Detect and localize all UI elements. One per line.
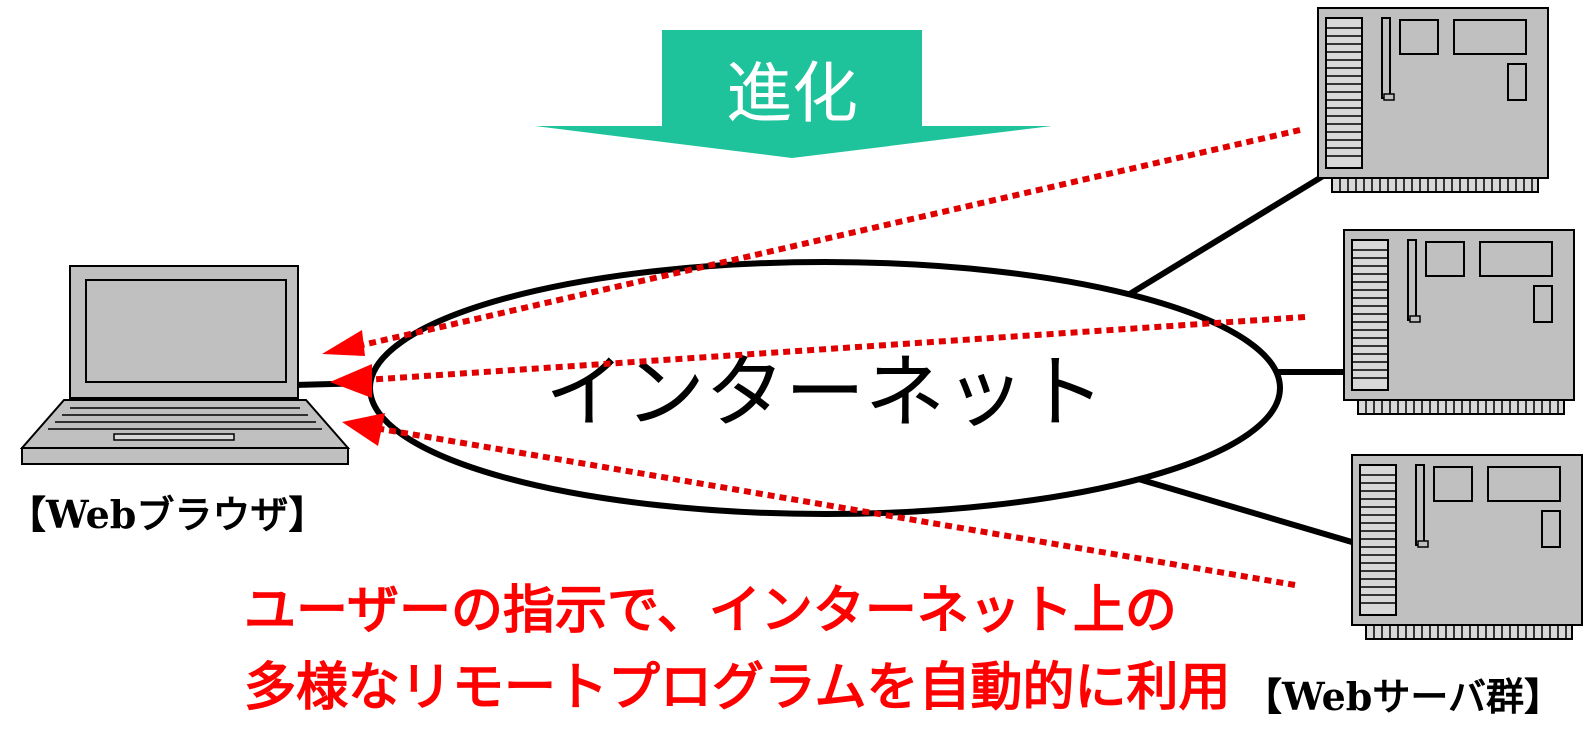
caption-line-2: 多様なリモートプログラムを自動的に利用 xyxy=(244,658,1230,718)
server-icon xyxy=(1343,229,1575,415)
arrow-head-3 xyxy=(342,413,385,446)
call-arrow-2 xyxy=(364,314,1306,383)
call-arrow-1 xyxy=(357,127,1301,349)
laptop-icon xyxy=(19,265,351,465)
client-label: 【Webブラウザ】 xyxy=(8,492,326,537)
servers-label: 【Webサーバ群】 xyxy=(1244,674,1562,719)
evolution-arrow-shape xyxy=(535,30,1052,158)
caption-line-1: ユーザーの指示で、インターネット上の xyxy=(244,581,1177,641)
server-1-connection-line xyxy=(1126,167,1335,298)
remote-call-arrows xyxy=(357,127,1306,588)
arrow-head-2 xyxy=(330,364,372,398)
server-icon xyxy=(1317,7,1549,193)
evolution-arrow: 進化 xyxy=(535,30,1052,158)
arrow-heads xyxy=(322,330,385,446)
internet-label: インターネット xyxy=(545,346,1105,439)
arrow-head-1 xyxy=(322,330,365,356)
server-3-connection-line xyxy=(1134,475,1363,548)
evolution-label: 進化 xyxy=(726,55,858,132)
server-icon xyxy=(1351,454,1583,640)
